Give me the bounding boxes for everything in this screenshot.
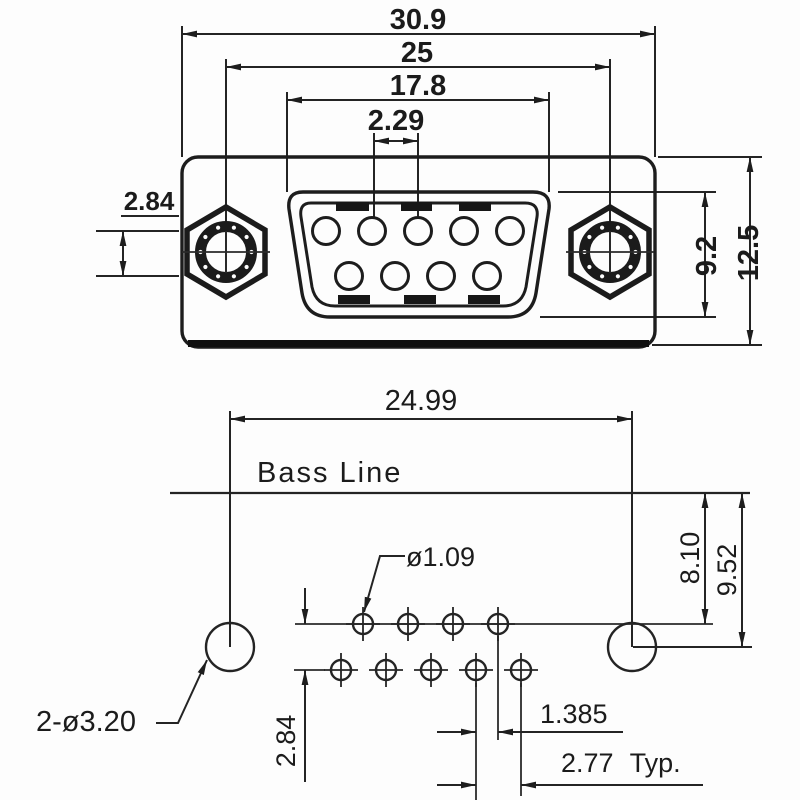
dim-pin-hole-dia-label: ø1.09 (406, 542, 475, 572)
dim-mount-hole-dia-label: 2-ø3.20 (36, 706, 136, 738)
shell-tabs (336, 202, 500, 304)
dsub-shell-inner (299, 201, 539, 308)
dim-footprint-mount-spacing-label: 24.99 (385, 385, 458, 417)
right-hex-nut (566, 203, 654, 301)
dim-row-offset-label: 8.10 (675, 532, 705, 585)
front-extension-lines (96, 26, 762, 346)
dim-footprint-row-spacing-label: 2.84 (271, 715, 301, 768)
dim-pitch-label: 2.77 Typ. (561, 748, 681, 778)
dim-row-spacing-label: 2.84 (124, 186, 175, 216)
pin-row-bottom (334, 261, 502, 291)
left-hex-nut (182, 203, 270, 301)
pin-hole-row-bottom (322, 651, 540, 689)
dim-half-pitch-label: 1.385 (540, 699, 608, 729)
dsub-shell-outer (287, 190, 551, 319)
dim-body-height-label: 12.5 (733, 225, 765, 281)
pin-row-top (311, 216, 525, 246)
front-dimension-lines (119, 30, 754, 345)
dim-mount-spacing-label: 25 (401, 37, 433, 69)
footprint-dimension-lines (156, 415, 746, 789)
mount-hole-leader (156, 659, 208, 724)
bass-line-label: Bass Line (257, 457, 402, 489)
dim-pin-pitch-label: 2.29 (368, 105, 424, 137)
left-mount-hole (204, 621, 256, 673)
dim-shell-width-label: 17.8 (390, 70, 446, 102)
pin-hole-leader (363, 555, 405, 613)
footprint-view: 24.99 Bass Line ø1.09 2-ø3.20 1.385 2.77… (36, 385, 752, 800)
front-view: 30.9 25 17.8 2.29 2.84 9.2 12.5 (96, 4, 765, 349)
dim-overall-width-label: 30.9 (390, 4, 446, 36)
dim-shell-height-label: 9.2 (691, 236, 723, 276)
dim-mount-offset-label: 9.52 (712, 544, 742, 597)
right-mount-hole (606, 621, 658, 673)
